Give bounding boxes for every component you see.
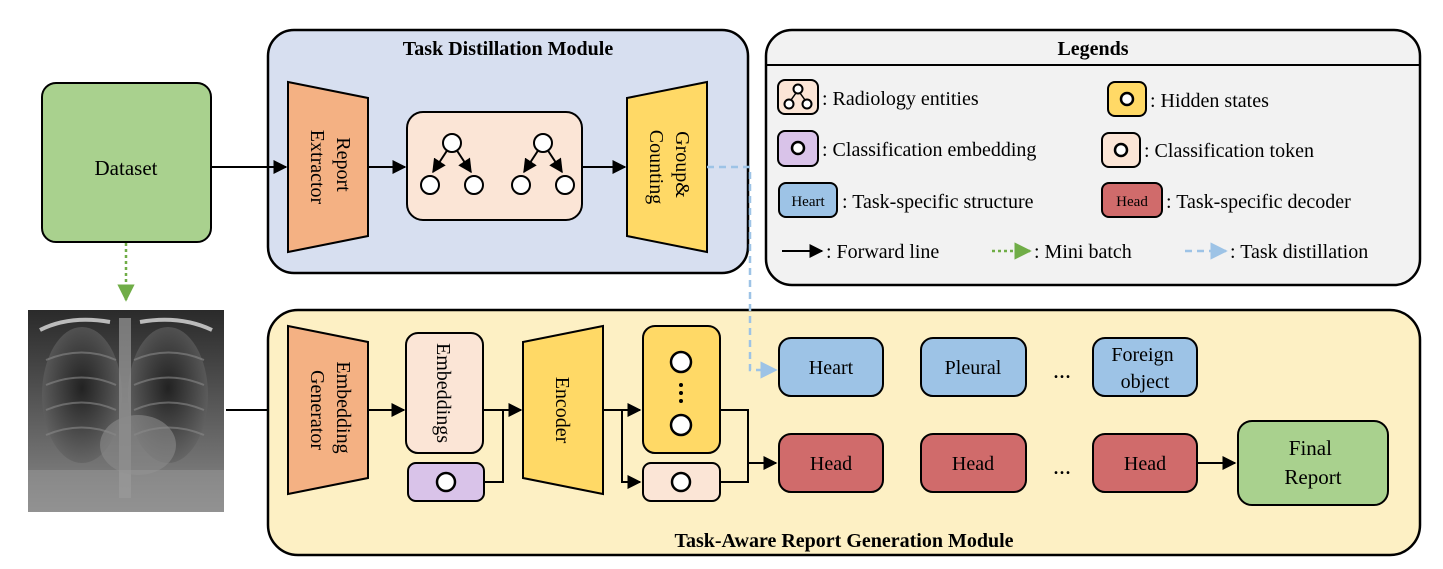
head-2: Head — [920, 433, 1027, 493]
group-counting-label-2: Counting — [645, 130, 667, 204]
svg-text:Report Extractor: Report Extractor — [306, 130, 354, 205]
chest-xray-image — [28, 310, 224, 512]
classification-token-icon — [1101, 132, 1141, 168]
forward-arrow — [484, 403, 523, 483]
final-report: Final Report — [1237, 420, 1389, 506]
svg-text:Final Report: Final Report — [1284, 436, 1341, 489]
legend-mini-batch: : Mini batch — [1034, 241, 1132, 263]
radiology-entities-icon — [777, 79, 819, 115]
svg-text:Embeddings: Embeddings — [432, 343, 454, 443]
classification-token — [642, 462, 721, 502]
legend-heart-tag: Heart — [791, 194, 825, 210]
legend-radiology-entities: : Radiology entities — [822, 88, 979, 110]
forward-arrow — [720, 456, 778, 483]
head-ellipsis: ... — [1053, 454, 1071, 480]
hidden-states-box — [642, 325, 721, 454]
task-distillation-module: Task Distillation Module Report Extracto… — [266, 28, 750, 275]
group-counting: Group& Counting — [626, 80, 708, 254]
legend-title: Legends — [1057, 38, 1128, 60]
legend-hidden-states: : Hidden states — [1150, 90, 1269, 112]
pleural-label: Pleural — [945, 357, 1002, 379]
head-2-label: Head — [952, 453, 994, 475]
structure-ellipsis: ... — [1053, 358, 1071, 384]
structure-tag: Heart — [778, 182, 838, 218]
circle-node-icon — [669, 413, 693, 437]
circle-node-icon — [435, 471, 457, 493]
embeddings-box: Embeddings — [405, 332, 484, 454]
structure-foreign-object: Foreign object — [1092, 337, 1198, 397]
embedding-generator: Embedding Generator — [287, 324, 369, 496]
svg-text:Encoder: Encoder — [551, 377, 573, 444]
report-extractor-label-1: Report — [332, 137, 354, 192]
tree-graph-icon — [420, 133, 484, 195]
classification-embedding — [407, 462, 485, 502]
structure-heart: Heart — [778, 337, 884, 397]
classification-embedding-icon — [777, 130, 819, 167]
legend-head-tag: Head — [1116, 194, 1148, 210]
legend-panel: Legends : Radiology entities : Hidden st… — [764, 28, 1422, 287]
forward-arrow — [621, 410, 642, 489]
encoder: Encoder — [522, 324, 604, 496]
hidden-states-icon — [1107, 81, 1147, 117]
task-distillation-arrow — [707, 165, 778, 379]
foreign-label-2: object — [1121, 371, 1170, 393]
legend-classification-embedding: : Classification embedding — [822, 139, 1036, 161]
report-extractor-label-2: Extractor — [306, 130, 328, 205]
radiology-entities-box — [406, 111, 583, 221]
dataset-label: Dataset — [95, 156, 158, 180]
embeddings-label: Embeddings — [432, 343, 454, 443]
embedding-generator-label-1: Embedding — [332, 361, 354, 453]
distillation-module-title: Task Distillation Module — [403, 38, 614, 60]
legend-task-structure: : Task-specific structure — [842, 191, 1034, 213]
group-counting-label-1: Group& — [671, 131, 693, 198]
legend-classification-token: : Classification token — [1144, 140, 1314, 162]
head-1: Head — [778, 433, 884, 493]
circle-node-icon — [670, 471, 692, 493]
final-report-label-1: Final — [1289, 436, 1332, 460]
final-report-label-2: Report — [1284, 465, 1341, 489]
head-3: Head — [1092, 433, 1198, 493]
embedding-generator-label-2: Generator — [306, 370, 328, 450]
generation-module-title: Task-Aware Report Generation Module — [674, 530, 1013, 552]
svg-text:Embedding Generator: Embedding Generator — [306, 361, 354, 458]
task-aware-generation-module: Task-Aware Report Generation Module Embe… — [266, 308, 1422, 557]
svg-text:Foreign object: Foreign object — [1111, 344, 1178, 393]
foreign-label-1: Foreign — [1111, 344, 1173, 366]
decoder-tag: Head — [1101, 182, 1163, 218]
report-extractor: Report Extractor — [287, 80, 369, 254]
head-1-label: Head — [810, 453, 852, 475]
encoder-label: Encoder — [551, 377, 573, 444]
legend-task-distillation: : Task distillation — [1230, 241, 1368, 263]
structure-pleural: Pleural — [920, 337, 1027, 397]
legend-forward-line: : Forward line — [826, 241, 939, 263]
heart-label: Heart — [809, 357, 854, 379]
dataset-box: Dataset — [41, 82, 212, 243]
svg-text:Group& Counting: Group& Counting — [645, 130, 693, 204]
circle-node-icon — [669, 350, 693, 374]
legend-task-decoder: : Task-specific decoder — [1166, 191, 1351, 213]
tree-graph-icon — [511, 133, 575, 195]
head-3-label: Head — [1124, 453, 1166, 475]
